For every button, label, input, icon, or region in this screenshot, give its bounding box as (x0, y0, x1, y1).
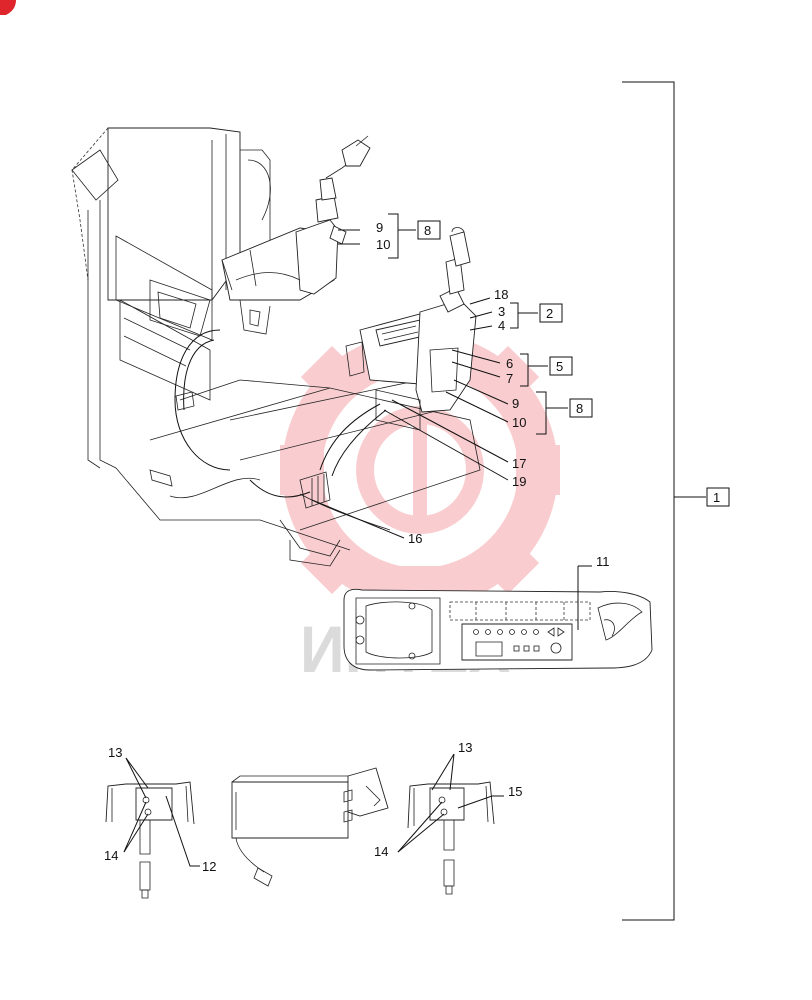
left-console-drawing (221, 135, 371, 335)
console-panel-drawing (343, 565, 653, 671)
callout-14-right: 14 (374, 844, 388, 859)
callout-15: 15 (508, 784, 522, 799)
callout-11: 11 (596, 554, 610, 569)
callout-1: 1 (713, 490, 720, 505)
corner-mark-icon (0, 0, 16, 15)
right-console-drawing (299, 227, 477, 531)
callout-16: 16 (408, 531, 422, 546)
callout-1-box (706, 487, 730, 507)
callout-10-left: 10 (376, 237, 390, 252)
bracket-detail-right (397, 753, 504, 895)
callout-9-left: 9 (376, 220, 383, 235)
callout-19: 19 (512, 474, 526, 489)
callout-12: 12 (202, 859, 216, 874)
callout-5-box (549, 356, 573, 376)
callout-13-left: 13 (108, 745, 122, 760)
callout-2: 2 (546, 306, 553, 321)
callout-10-right: 10 (512, 415, 526, 430)
callout-3: 3 (498, 304, 505, 319)
callout-8-left: 8 (424, 223, 431, 238)
callout-4: 4 (498, 318, 505, 333)
assembly-bracket (622, 81, 706, 921)
leader-lines (311, 213, 568, 539)
bracket-detail-left (105, 757, 200, 899)
callout-8-box-right (569, 398, 593, 418)
callout-2-box (539, 303, 563, 323)
callout-18: 18 (494, 287, 508, 302)
callout-5: 5 (556, 359, 563, 374)
callout-6: 6 (506, 356, 513, 371)
callout-8-box-left (417, 220, 441, 240)
callout-13-right: 13 (458, 740, 472, 755)
mounting-plate-detail (231, 767, 389, 887)
cab-frame-drawing (71, 127, 481, 567)
callout-8-right: 8 (576, 401, 583, 416)
callout-17: 17 (512, 456, 526, 471)
callout-9-right: 9 (512, 396, 519, 411)
callout-14-left: 14 (104, 848, 118, 863)
console-button-row (473, 627, 565, 654)
callout-7: 7 (506, 371, 513, 386)
